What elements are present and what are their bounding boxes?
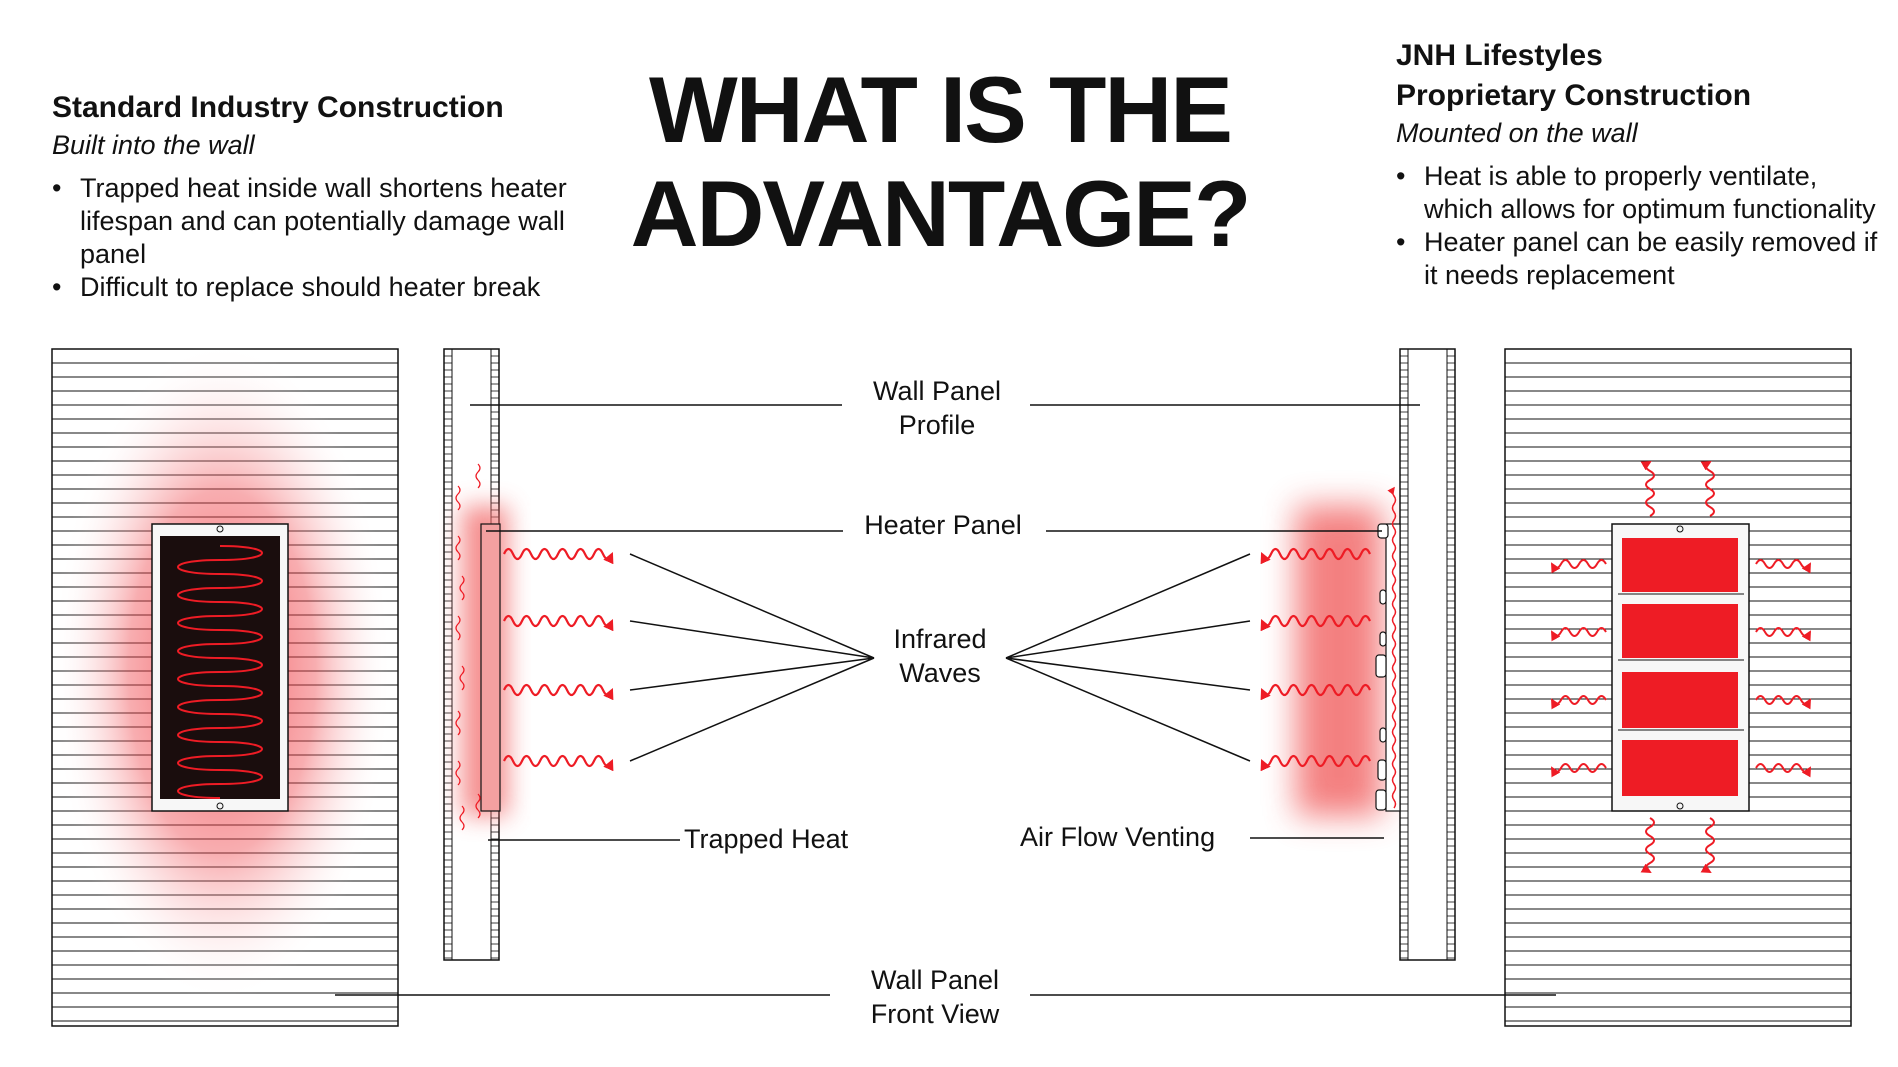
- left-bullet-list: Trapped heat inside wall shortens heater…: [52, 172, 612, 304]
- label-wall-panel-profile: Wall Panel Profile: [842, 374, 1032, 442]
- label-infrared-waves: Infrared Waves: [870, 622, 1010, 690]
- heater-cell-3: [1622, 672, 1738, 728]
- label-air-flow-venting: Air Flow Venting: [1020, 822, 1216, 852]
- vent-wave-up: [1640, 461, 1655, 517]
- trapped-heat-squiggle: [459, 575, 465, 601]
- right-heading-line-2: Proprietary Construction: [1396, 79, 1752, 112]
- vent-airflow-arrow: [1387, 486, 1397, 809]
- mounted-heater-cells: [1618, 538, 1744, 796]
- side-wave-left: [1551, 627, 1607, 642]
- vent-bump: [1375, 654, 1387, 678]
- title-line-1: WHAT IS THE: [649, 57, 1233, 162]
- ir-wave-right-1: [1260, 547, 1372, 565]
- vent-bump: [1379, 727, 1387, 743]
- vent-wave-down: [1700, 817, 1715, 873]
- trapped-heat-squiggle: [455, 710, 461, 736]
- trapped-heat-squiggle: [455, 615, 461, 641]
- label-wall-front-line-1: Wall Panel: [870, 965, 1000, 995]
- title-line-2: ADVANTAGE?: [630, 161, 1252, 266]
- built-in-heater-profile: [480, 523, 501, 812]
- vent-bump: [1375, 789, 1387, 811]
- left-wall-profile: [443, 348, 508, 961]
- trapped-heat-squiggle: [455, 535, 461, 561]
- side-wave-right: [1755, 763, 1811, 778]
- ir-wave-left-1: [502, 547, 614, 565]
- side-wave-left: [1551, 559, 1607, 574]
- left-bullet-2: Difficult to replace should heater break: [52, 271, 612, 304]
- ir-wave-left-2: [502, 614, 614, 632]
- trapped-heat-squiggle: [455, 760, 461, 786]
- leader-lines: [335, 404, 1556, 996]
- right-heading-line-1: JNH Lifestyles: [1396, 39, 1603, 72]
- label-wall-panel-front-view: Wall Panel Front View: [840, 963, 1030, 1031]
- label-wall-panel-profile-line-1: Wall Panel: [872, 376, 1002, 406]
- label-heater-panel: Heater Panel: [864, 510, 1022, 540]
- heating-coil: [177, 545, 263, 799]
- ir-wave-right-3: [1260, 683, 1372, 701]
- trapped-heat-squiggle: [475, 793, 481, 819]
- heater-cell-4: [1622, 740, 1738, 796]
- side-wave-left: [1551, 763, 1607, 778]
- right-wall-profile: [1296, 348, 1456, 961]
- label-infrared-line-1: Infrared: [893, 624, 987, 654]
- trapped-heat-squiggle: [455, 485, 461, 511]
- right-bullet-list: Heat is able to properly ventilate, whic…: [1396, 160, 1886, 292]
- right-bullet-2: Heater panel can be easily removed if it…: [1396, 226, 1886, 292]
- infrared-wave-arrows: [502, 547, 1372, 772]
- vent-wave-down: [1640, 817, 1655, 873]
- trapped-heat-squiggle: [459, 665, 465, 691]
- left-wall-front-view: [51, 342, 399, 1027]
- label-wall-panel-profile-line-2: Profile: [898, 410, 976, 440]
- right-bullet-1: Heat is able to properly ventilate, whic…: [1396, 160, 1886, 226]
- heater-cell-2: [1622, 604, 1738, 658]
- vent-bump: [1377, 759, 1387, 781]
- mounted-heat-glow: [1296, 506, 1382, 816]
- right-column: JNH Lifestyles Proprietary Construction …: [1396, 36, 1886, 292]
- label-wall-front-line-2: Front View: [870, 999, 1000, 1029]
- recessed-heater: [160, 536, 280, 799]
- ir-wave-right-2: [1260, 614, 1372, 632]
- left-subheading: Built into the wall: [52, 130, 255, 160]
- ir-wave-left-3: [502, 683, 614, 701]
- label-trapped-heat: Trapped Heat: [684, 824, 849, 854]
- label-infrared-line-2: Waves: [899, 658, 981, 688]
- side-wave-left: [1551, 695, 1607, 710]
- ir-wave-left-4: [502, 754, 614, 772]
- heater-cell-1: [1622, 538, 1738, 592]
- vent-bump: [1379, 589, 1387, 605]
- right-subheading: Mounted on the wall: [1396, 118, 1638, 148]
- vent-bump: [1379, 631, 1387, 647]
- ir-wave-right-4: [1260, 754, 1372, 772]
- left-heading: Standard Industry Construction: [52, 91, 504, 124]
- vent-wave-up: [1700, 461, 1715, 517]
- side-wave-right: [1755, 695, 1811, 710]
- left-bullet-1: Trapped heat inside wall shortens heater…: [52, 172, 612, 271]
- trapped-heat-squiggle: [475, 463, 481, 489]
- side-wave-right: [1755, 559, 1811, 574]
- side-wave-right: [1755, 627, 1811, 642]
- page-title: WHAT IS THE ADVANTAGE?: [580, 58, 1300, 266]
- left-column: Standard Industry Construction Built int…: [52, 88, 612, 304]
- trapped-heat-squiggle: [459, 805, 465, 831]
- right-wall-front-view: [1504, 348, 1852, 1027]
